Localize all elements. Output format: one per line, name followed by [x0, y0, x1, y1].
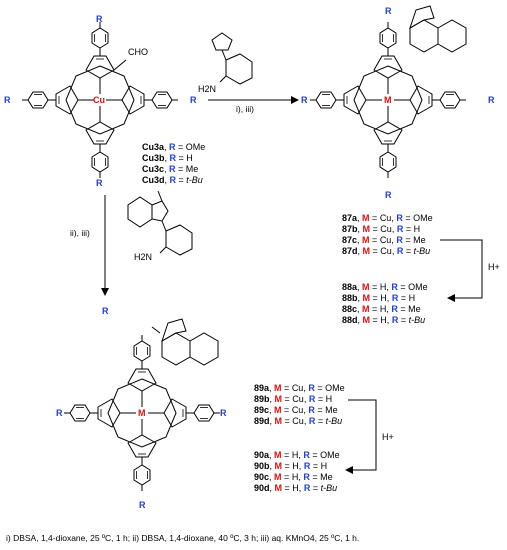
reactant-compound-list: Cu3a, R = OMe Cu3b, R = H Cu3c, R = Me C… [142, 142, 205, 186]
compound-89d: 89d, M = Cu, R = t-Bu [254, 416, 343, 426]
compound-89b: 89b, M = Cu, R = H [254, 394, 333, 404]
series-90: 90a, M = H, R = OMe 90b, M = H, R = H 90… [254, 450, 340, 494]
compound-90d: 90d, M = H, R = t-Bu [254, 483, 338, 493]
h2n-label-top: H2N [198, 84, 217, 94]
conditions-top: i), iii) [236, 104, 254, 114]
compound-cu3b: Cu3b, R = H [142, 153, 193, 163]
compound-88c: 88c, M = H, R = Me [342, 304, 421, 314]
metal-label-top-product: M [384, 95, 392, 105]
metal-label-bottom-product: M [138, 408, 146, 418]
r-label-bottom-product-bottom: R [139, 500, 146, 510]
cho-label: CHO [128, 47, 148, 57]
metal-label-reactant: Cu [93, 95, 105, 105]
compound-89a: 89a, M = Cu, R = OMe [254, 383, 345, 393]
compound-89c: 89c, M = Cu, R = Me [254, 405, 338, 415]
series-89: 89a, M = Cu, R = OMe 89b, M = Cu, R = H … [254, 383, 345, 427]
acid-label-bottom: H+ [382, 432, 394, 442]
compound-90c: 90c, M = H, R = Me [254, 472, 333, 482]
r-label-reactant-left: R [4, 95, 11, 105]
r-label-bottom-product-top: R [102, 306, 109, 316]
arrow-h-bottom [345, 399, 377, 474]
series-87: 87a, M = Cu, R = OMe 87b, M = Cu, R = H … [342, 213, 433, 257]
compound-cu3a: Cu3a, R = OMe [142, 142, 206, 152]
acid-label-top: H+ [488, 262, 500, 272]
arrow-h-top [440, 239, 483, 302]
r-label-bottom-product-right: R [220, 408, 227, 418]
r-label-top-product-left: R [301, 95, 308, 105]
series-88: 88a, M = H, R = OMe 88b, M = H, R = H 88… [342, 282, 428, 326]
reactant-porphyrin [22, 22, 178, 178]
r-label-reactant-top: R [96, 14, 103, 24]
r-label-top-product-right: R [488, 95, 495, 105]
conditions-left: ii), iii) [70, 228, 90, 238]
footnote-conditions: i) DBSA, 1,4-dioxane, 25 ºC, 1 h; ii) DB… [6, 533, 360, 543]
compound-87d: 87d, M = Cu, R = t-Bu [342, 246, 431, 256]
reagent-top-structure [211, 32, 253, 85]
r-label-reactant-bottom: R [96, 178, 103, 188]
compound-87a: 87a, M = Cu, R = OMe [342, 213, 433, 223]
compound-90b: 90b, M = H, R = H [254, 461, 328, 471]
r-label-top-product-bottom: R [385, 190, 392, 200]
r-label-reactant-right: R [190, 95, 197, 105]
compound-88a: 88a, M = H, R = OMe [342, 282, 428, 292]
h2n-label-left: H2N [134, 252, 153, 262]
compound-cu3c: Cu3c, R = Me [142, 164, 199, 174]
compound-88b: 88b, M = H, R = H [342, 293, 416, 303]
compound-87c: 87c, M = Cu, R = Me [342, 235, 426, 245]
compound-88d: 88d, M = H, R = t-Bu [342, 315, 426, 325]
product-top-porphyrin [310, 5, 467, 178]
reagent-left-structure [127, 190, 193, 256]
product-bottom-porphyrin [64, 318, 220, 491]
r-label-top-product-top: R [385, 6, 392, 16]
compound-cu3d: Cu3d, R = t-Bu [142, 175, 203, 185]
r-label-bottom-product-left: R [56, 408, 63, 418]
compound-87b: 87b, M = Cu, R = H [342, 224, 421, 234]
compound-90a: 90a, M = H, R = OMe [254, 450, 340, 460]
